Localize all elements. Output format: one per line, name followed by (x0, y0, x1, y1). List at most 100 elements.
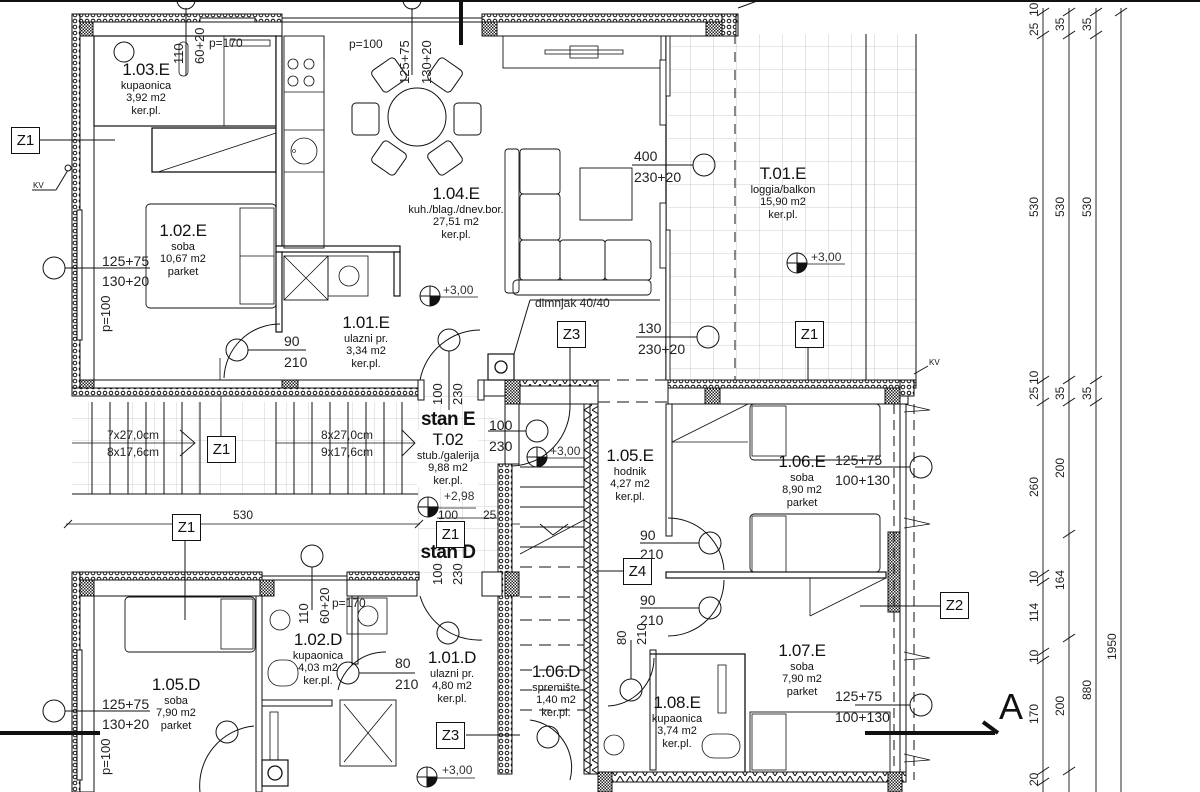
room-label-1-03-e: 1.03.E kupaonica 3,92 m2 ker.pl. (121, 60, 171, 117)
dim-w-1-03-b: 60+20 (192, 27, 207, 64)
dim-right-c1-20: 20 (1027, 772, 1041, 786)
room-area: 27,51 m2 (433, 216, 479, 229)
room-label-1-05-d: 1.05.D soba 7,90 m2 parket (151, 675, 201, 732)
dim-w-kitchen-b: 130+20 (419, 40, 434, 84)
room-floor: parket (167, 265, 199, 278)
section-marker-a: A (999, 686, 1024, 727)
room-code: 1.07.E (778, 641, 826, 660)
dim-right-c2-35b: 35 (1053, 386, 1067, 400)
room-floor: ker.pl. (662, 737, 692, 750)
stair-flight1-riser: 8x17,6cm (107, 445, 160, 459)
tag-z1-corridor: Z1 (172, 514, 201, 541)
dim-right-c1-10: 10 (1027, 2, 1041, 16)
room-name: hodnik (613, 465, 647, 478)
room-label-t-02: T.02 stub./galerija 9,88 m2 ker.pl. (416, 430, 480, 488)
room-floor: ker.pl. (437, 692, 467, 705)
dim-d-liv2-a: 130 (638, 320, 662, 336)
dim-right-c1-10d: 10 (1027, 649, 1041, 663)
dim-right-c1-260: 260 (1027, 476, 1041, 497)
dim-d-1-07-a: 90 (640, 592, 656, 608)
stair-flight2-tread: 8x27,0cm (321, 428, 374, 442)
kv-label-left: KV (33, 181, 44, 190)
room-name: kupaonica (120, 79, 172, 92)
room-code: 1.04.E (432, 184, 480, 203)
room-area: 3,74 m2 (657, 725, 697, 738)
room-code: 1.05.D (151, 675, 201, 694)
room-code: 1.01.E (342, 313, 390, 332)
dim-w-1-02-a: 125+75 (102, 253, 150, 269)
tag-z1-upper-left: Z1 (11, 127, 40, 154)
room-area: 4,03 m2 (298, 662, 338, 675)
dim-d-1-01-a: 90 (284, 333, 300, 349)
room-area: 3,34 m2 (346, 345, 386, 358)
landing-gap-25: 25 (483, 508, 497, 522)
room-name: soba (164, 694, 188, 707)
dim-w-1-03-p: p=170 (209, 36, 243, 50)
room-label-1-08-e: 1.08.E kupaonica 3,74 m2 ker.pl. (652, 693, 702, 750)
room-code: 1.02.E (159, 221, 207, 240)
room-label-1-05-e: 1.05.E hodnik 4,27 m2 ker.pl. (606, 446, 654, 503)
stair-flight2-riser: 9x17,6cm (321, 445, 374, 459)
room-label-1-02-d: 1.02.D kupaonica 4,03 m2 ker.pl. (293, 630, 343, 687)
dim-d-1-01-b: 210 (284, 354, 308, 370)
dim-right-c1-25b: 25 (1027, 386, 1041, 400)
room-area: 7,90 m2 (782, 673, 822, 686)
room-floor: ker.pl. (615, 490, 645, 503)
room-floor: ker.pl. (131, 104, 161, 117)
stair-flight1-tread: 7x27,0cm (107, 428, 160, 442)
elevation-loggia: +3,00 (811, 250, 842, 264)
tag-z1-stairs: Z1 (207, 436, 236, 463)
elevation-hall: +3,00 (550, 444, 581, 458)
room-label-1-07-e: 1.07.E soba 7,90 m2 parket (778, 641, 826, 698)
dim-right-c3-35b: 35 (1080, 386, 1094, 400)
room-code: 1.08.E (653, 693, 701, 712)
room-label-1-04-e: 1.04.E kuh./blag./dnev.bor. 27,51 m2 ker… (408, 184, 503, 241)
dim-w-1-03-a: 110 (171, 43, 186, 64)
room-name: ulazni pr. (343, 332, 389, 345)
room-code: 1.05.E (606, 446, 654, 465)
dim-d-liv-a: 400 (634, 148, 658, 164)
dim-right-c1-25: 25 (1027, 22, 1041, 36)
room-area: 10,67 m2 (160, 253, 206, 266)
dim-right-c3-35: 35 (1080, 17, 1094, 31)
room-floor: ker.pl. (351, 357, 381, 370)
dim-d-1-02d-b: 210 (395, 676, 419, 692)
dim-right-c1-170: 170 (1027, 703, 1041, 724)
dim-w-1-02-p: p=100 (98, 295, 113, 332)
dim-d-1-06-a: 90 (640, 527, 656, 543)
dim-d-liv2-b: 230+20 (638, 341, 686, 357)
room-name: stub./galerija (416, 449, 480, 462)
dim-w-kitchen-p: p=100 (349, 37, 383, 51)
room-area: 4,80 m2 (432, 680, 472, 693)
room-area: 3,92 m2 (126, 92, 166, 105)
dim-right-c1-10b: 10 (1027, 370, 1041, 384)
dim-right-c3-530: 530 (1080, 196, 1094, 217)
dim-w-1-02d-b: 60+20 (317, 587, 332, 624)
room-name: kuh./blag./dnev.bor. (408, 203, 504, 216)
room-area: 4,27 m2 (610, 478, 650, 491)
dim-d-hall-b: 230 (489, 438, 513, 454)
dim-w-1-07-a: 125+75 (835, 688, 883, 704)
dim-w-1-07-b: 100+130 (835, 709, 890, 725)
room-floor: ker.pl. (541, 706, 571, 719)
room-area: 8,90 m2 (782, 484, 822, 497)
elevation-living: +3,00 (443, 283, 474, 297)
room-label-1-01-e: 1.01.E ulazni pr. 3,34 m2 ker.pl. (342, 313, 390, 370)
room-label-t-01-e: T.01.E loggia/balkon 15,90 m2 ker.pl. (751, 164, 816, 221)
dim-right-c1-530: 530 (1027, 196, 1041, 217)
dim-w-1-05d-p: p=100 (98, 738, 113, 775)
dim-right-c2-35: 35 (1053, 17, 1067, 31)
room-name: spremište (532, 681, 580, 694)
room-floor: ker.pl. (768, 208, 798, 221)
dim-d-entry-b: 230 (450, 383, 465, 405)
room-code: 1.06.E (778, 452, 826, 471)
room-name: kupaonica (292, 649, 344, 662)
room-area: 15,90 m2 (760, 196, 806, 209)
room-area: 1,40 m2 (536, 694, 576, 707)
room-name: loggia/balkon (750, 183, 816, 196)
dim-d-entry-a: 100 (430, 383, 445, 405)
tag-z3-lower: Z3 (436, 722, 465, 749)
dim-d-1-08-b: 210 (634, 623, 649, 645)
dim-d-stan-d-b: 230 (450, 563, 465, 585)
room-floor: ker.pl. (303, 674, 333, 687)
